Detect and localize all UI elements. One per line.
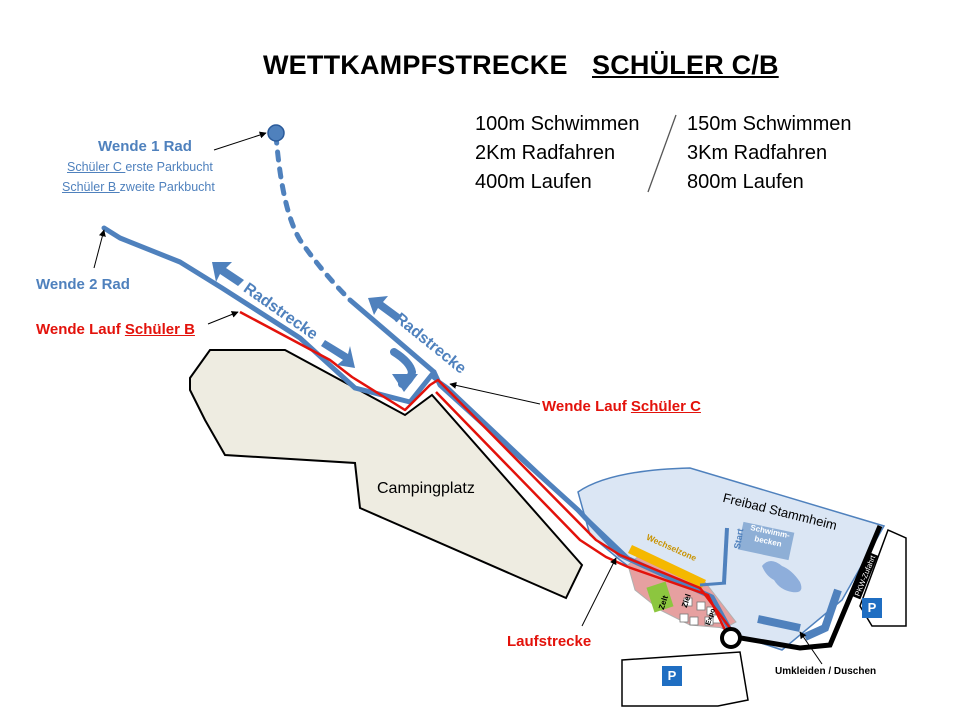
wechselzone [628,545,706,588]
laufstrecke-label: Laufstrecke [507,633,592,650]
wende-lauf-c-prefix: Wende Lauf [542,398,631,415]
distance-bike-b: 3Km Radfahren [687,142,828,164]
roundabout [720,627,742,649]
distance-bike-c: 2Km Radfahren [475,142,616,164]
arrow-2 [321,340,355,368]
parking-sign-bottom: P [662,666,682,686]
distance-divider [647,114,677,193]
wende-lauf-b-group: Schüler B [124,321,195,338]
wende-lauf-b-prefix: Wende Lauf [36,321,125,338]
leader-lines [93,131,823,665]
umkleiden-label: Umkleiden / Duschen [775,666,877,677]
wende1-rad-label: Wende 1 Rad [98,138,192,155]
wende1-marker [267,124,285,142]
start-line [722,527,729,584]
arrow-1 [212,262,244,286]
group-title: SCHÜLER C/B [592,50,779,80]
umkleiden-building [803,588,842,641]
schwimmbecken [737,521,795,561]
parking-sign-right: P [862,598,882,618]
campingplatz-label: Campingplatz [377,480,475,497]
distance-run-c: 400m Laufen [475,171,592,193]
wende-lauf-b-label: Wende Lauf Schüler B [36,321,195,338]
pool-shape [762,561,802,593]
zelt-box [646,581,674,613]
distances-schueler-c: 100m Schwimmen 2Km Radfahren 400m Laufen [475,110,640,197]
distance-swim-b: 150m Schwimmen [687,113,852,135]
distances-schueler-b: 150m Schwimmen 3Km Radfahren 800m Laufen [687,110,852,197]
run-route [239,310,731,631]
page-title: WETTKAMPFSTRECKE [263,50,568,80]
bike-direction-arrows [212,262,402,368]
wende1-schueler-b-note: Schüler B zweite Parkbucht [62,180,215,194]
campingplatz-area [189,349,584,600]
parking-lot-bottom [621,651,749,707]
wende1-b-rest: zweite Parkbucht [119,180,215,194]
wende1-schueler-c-note: Schüler C erste Parkbucht [67,160,213,174]
wende-lauf-c-group: Schüler C [630,398,701,415]
distance-run-b: 800m Laufen [687,171,804,193]
wende-lauf-c-label: Wende Lauf Schüler C [542,398,701,415]
wende1-c-group: Schüler C [67,160,126,174]
start-connector [699,581,727,587]
distance-swim-c: 100m Schwimmen [475,113,640,135]
wende1-c-rest: erste Parkbucht [125,160,213,174]
umkleiden-building-2 [757,615,801,632]
arrow-3 [368,296,402,322]
wende1-b-group: Schüler B [62,180,120,194]
wende2-rad-label: Wende 2 Rad [36,276,130,293]
u-turn-arrow-head [392,374,418,392]
